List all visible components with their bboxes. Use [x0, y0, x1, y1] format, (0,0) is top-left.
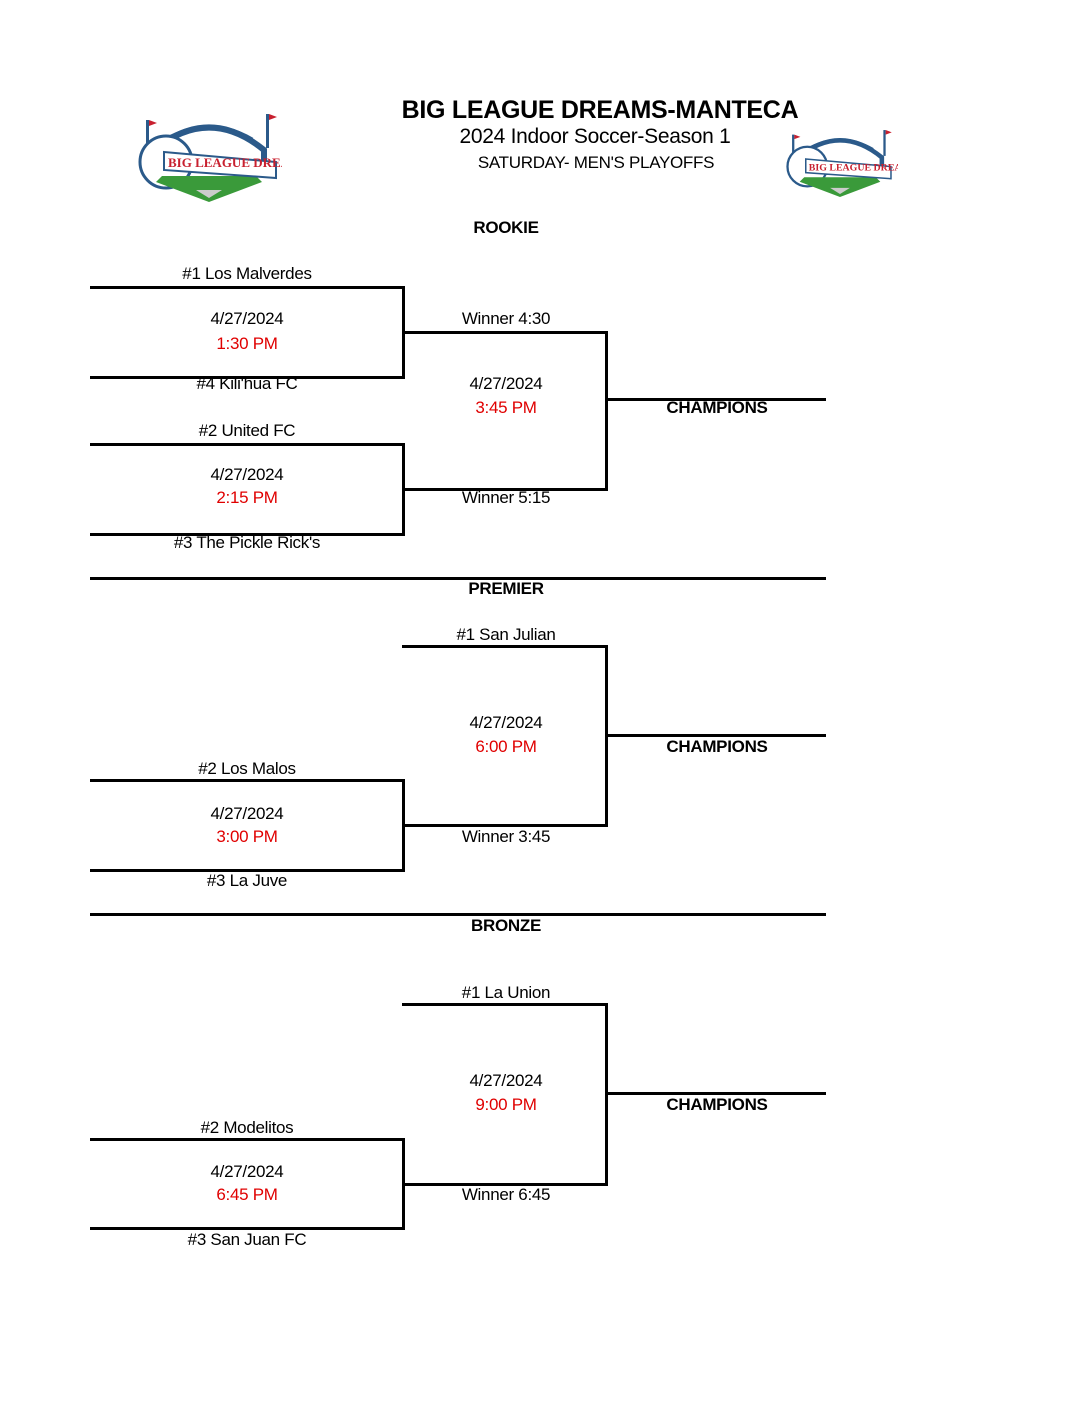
bracket-line — [605, 331, 608, 491]
team-slot: #3 La Juve — [206, 871, 288, 890]
champions-label: CHAMPIONS — [666, 737, 768, 756]
section-divider — [90, 577, 826, 580]
big-league-dreams-logo-right: BIG LEAGUE DREAMS — [786, 130, 898, 197]
game-time: 1:30 PM — [216, 334, 278, 353]
bracket-line — [402, 1003, 608, 1006]
game-date: 4/27/2024 — [469, 1071, 543, 1090]
bracket-line — [402, 824, 608, 827]
champions-label: CHAMPIONS — [666, 1095, 768, 1114]
page-subtitle: 2024 Indoor Soccer-Season 1 — [459, 125, 731, 148]
game-time: 9:00 PM — [475, 1095, 537, 1114]
bracket-line — [90, 286, 405, 289]
game-time: 3:00 PM — [216, 827, 278, 846]
bracket-line — [402, 645, 608, 648]
bracket-line — [90, 869, 405, 872]
bracket-line — [90, 533, 405, 536]
game-time: 6:45 PM — [216, 1185, 278, 1204]
bracket-line — [402, 331, 608, 334]
bracket-line — [90, 779, 405, 782]
champion-line — [605, 1092, 826, 1095]
game-date: 4/27/2024 — [469, 713, 543, 732]
team-slot: Winner 6:45 — [461, 1185, 551, 1204]
bracket-line — [90, 443, 405, 446]
team-slot: #3 The Pickle Rick's — [173, 533, 321, 552]
game-time: 3:45 PM — [475, 398, 537, 417]
bracket-line — [90, 376, 405, 379]
champion-line — [605, 734, 826, 737]
champion-line — [605, 398, 826, 401]
game-date: 4/27/2024 — [210, 309, 284, 328]
bracket-line — [90, 1138, 405, 1141]
game-date: 4/27/2024 — [469, 374, 543, 393]
page-subheading: SATURDAY- MEN'S PLAYOFFS — [477, 153, 715, 172]
game-time: 2:15 PM — [216, 488, 278, 507]
team-slot: #2 United FC — [198, 421, 296, 440]
team-slot: Winner 4:30 — [461, 309, 551, 328]
game-time: 6:00 PM — [475, 737, 537, 756]
team-slot: #2 Modelitos — [200, 1118, 294, 1137]
team-slot: #1 San Julian — [456, 625, 556, 644]
game-date: 4/27/2024 — [210, 804, 284, 823]
game-date: 4/27/2024 — [210, 1162, 284, 1181]
team-slot: Winner 3:45 — [461, 827, 551, 846]
team-slot: #1 Los Malverdes — [182, 264, 312, 283]
team-slot: #4 Kili'hua FC — [196, 374, 298, 393]
section-title-rookie: ROOKIE — [473, 218, 539, 237]
page-title: BIG LEAGUE DREAMS-MANTECA — [401, 96, 799, 124]
section-title-premier: PREMIER — [468, 579, 544, 598]
team-slot: #1 La Union — [461, 983, 551, 1002]
bracket-line — [402, 1183, 608, 1186]
game-date: 4/27/2024 — [210, 465, 284, 484]
section-title-bronze: BRONZE — [471, 916, 541, 935]
team-slot: #3 San Juan FC — [187, 1230, 307, 1249]
logo-text: BIG LEAGUE DREAMS — [168, 155, 282, 170]
bracket-line — [402, 488, 608, 491]
bracket-line — [90, 1227, 405, 1230]
section-divider — [90, 913, 826, 916]
svg-text:BIG LEAGUE DREAMS: BIG LEAGUE DREAMS — [809, 162, 898, 173]
champions-label: CHAMPIONS — [666, 398, 768, 417]
team-slot: Winner 5:15 — [461, 488, 551, 507]
big-league-dreams-logo-left: BIG LEAGUE DREAMS — [138, 114, 282, 202]
team-slot: #2 Los Malos — [198, 759, 296, 778]
